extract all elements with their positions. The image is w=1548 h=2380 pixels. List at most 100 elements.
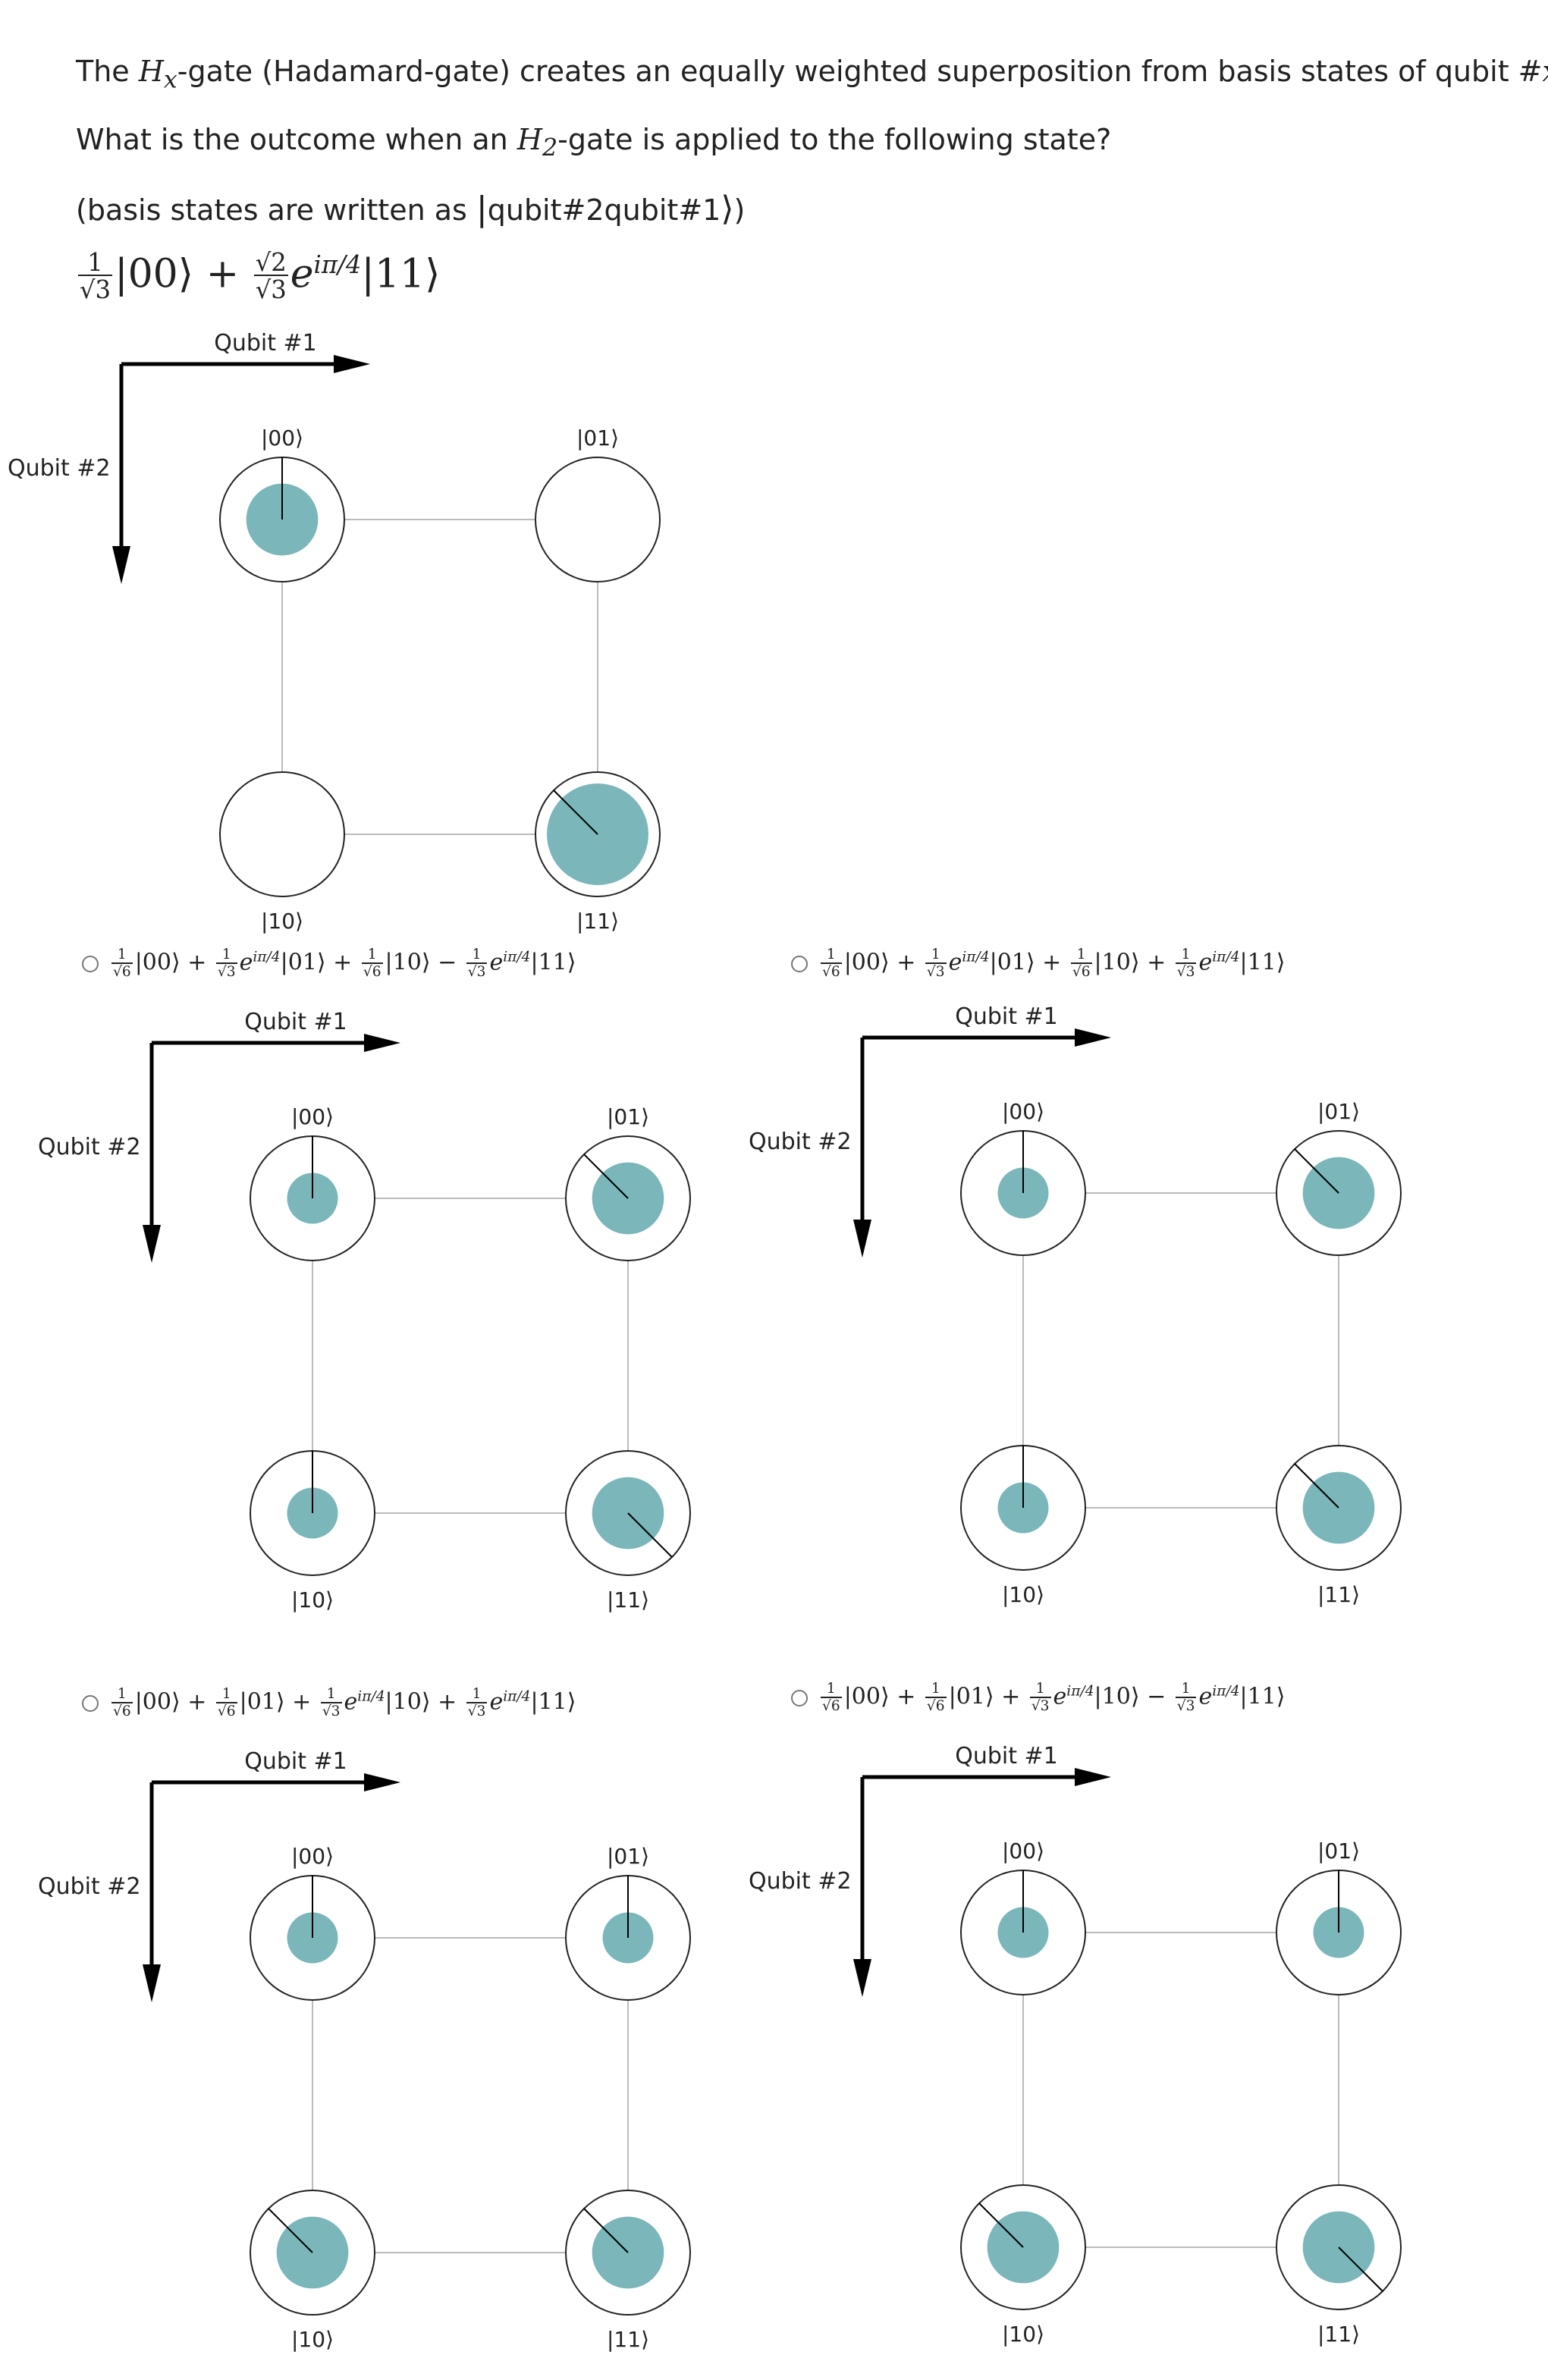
basis-state-label: |10⟩ (261, 909, 303, 934)
phase-base: e (489, 1688, 504, 1716)
operator: + (180, 949, 214, 976)
phase-line (1294, 1463, 1339, 1509)
state-circle-11: |11⟩ (565, 2190, 691, 2352)
state-circle-00: |00⟩ (250, 1844, 375, 2001)
coefficient: 1√6 (215, 1686, 237, 1719)
gate-symbol: H2 (517, 123, 558, 162)
state-circle-10: |10⟩ (960, 1445, 1086, 1607)
basis-state-label: |11⟩ (1317, 1582, 1360, 1607)
phase-line (583, 1154, 629, 1199)
basis-state-label: |01⟩ (1317, 1099, 1360, 1124)
qubit-var: x (1543, 55, 1548, 88)
state-circle-11: |11⟩ (565, 1450, 691, 1612)
ket: |00⟩ (134, 949, 181, 976)
basis-state-label: |00⟩ (1002, 1838, 1044, 1863)
phase-line (268, 2208, 313, 2253)
basis-state-label: |11⟩ (1317, 2322, 1360, 2347)
operator: + (180, 1688, 214, 1716)
coefficient: 1√3 (1029, 1681, 1051, 1714)
coefficient: 1√3 (1175, 1681, 1197, 1714)
question-text: -gate (Hadamard-gate) creates an equally… (177, 55, 1543, 88)
phase-line (627, 1512, 673, 1558)
question-line-3: (basis states are written as |qubit#2qub… (76, 190, 746, 228)
ket: |01⟩ (239, 1688, 285, 1716)
qubit1-label: Qubit #1 (955, 1743, 1058, 1769)
arrow-down-icon (112, 546, 130, 584)
qubit1-label: Qubit #1 (214, 330, 317, 356)
outer-circle (219, 771, 345, 897)
basis-state-label: |11⟩ (607, 1587, 649, 1612)
coefficient: 1√6 (821, 947, 842, 980)
state-diagram-initial: Qubit #1 Qubit #2 |00⟩ |01⟩ |10⟩ |11⟩ (8, 330, 661, 934)
coefficient: 1√3 (320, 1686, 342, 1719)
basis-state-label: |11⟩ (607, 2327, 649, 2352)
state-circle-01: |01⟩ (1276, 1099, 1402, 1256)
phase-line (553, 790, 598, 835)
basis-state-label: |01⟩ (576, 425, 619, 451)
operator: + (994, 1683, 1028, 1710)
phase-exponent: iπ/4 (1212, 1683, 1240, 1700)
operator: + (325, 949, 360, 976)
basis-state-label: |00⟩ (291, 1844, 334, 1869)
qubit2-label: Qubit #2 (38, 1873, 141, 1900)
question-line-2: What is the outcome when an H2-gate is a… (76, 123, 1112, 162)
state-circle-00: |00⟩ (219, 425, 345, 582)
coefficient: 1√3 (1175, 947, 1197, 980)
state-circle-10: |10⟩ (250, 2190, 375, 2352)
phase-exponent: iπ/4 (503, 1688, 531, 1705)
ket: |00⟩ (134, 1688, 181, 1716)
phase-base: e (1198, 949, 1213, 976)
arrow-down-icon (143, 1225, 161, 1263)
basis-state-label: |10⟩ (291, 2327, 334, 2352)
qubit1-label: Qubit #1 (244, 1009, 347, 1035)
coefficient: 1√6 (821, 1681, 842, 1714)
ket: |10⟩ (1094, 1683, 1140, 1710)
outer-circle (535, 457, 661, 582)
basis-state-label: |10⟩ (1002, 2322, 1044, 2347)
phase-base: e (1198, 1683, 1213, 1710)
state-circle-01: |01⟩ (1276, 1838, 1402, 1995)
phase-line (1294, 1148, 1339, 1194)
coefficient: 1√3 (466, 947, 488, 980)
operator: + (889, 949, 923, 976)
radio-button[interactable] (82, 1694, 99, 1712)
operator: + (1139, 949, 1173, 976)
ket: |10⟩ (385, 949, 431, 976)
ket: |01⟩ (280, 949, 326, 976)
qubit2-label: Qubit #2 (38, 1134, 141, 1160)
phase-exponent: iπ/4 (1066, 1683, 1094, 1700)
operator: + (889, 1683, 923, 1710)
ket: |11⟩ (1239, 949, 1286, 976)
operator: + (1035, 949, 1069, 976)
coefficient: 1√3 (78, 248, 113, 305)
radio-button[interactable] (82, 955, 99, 972)
arrow-right-icon (1075, 1028, 1111, 1047)
question-text: The (76, 55, 139, 88)
qubit2-label: Qubit #2 (8, 455, 111, 482)
state-circle-10: |10⟩ (250, 1450, 375, 1612)
radio-button[interactable] (791, 1689, 808, 1707)
qubit1-label: Qubit #1 (244, 1748, 347, 1775)
phase-base: e (1053, 1683, 1067, 1710)
phase-exponent: iπ/4 (253, 949, 281, 966)
basis-state-label: |10⟩ (291, 1587, 334, 1612)
state-circle-10: |10⟩ (219, 771, 345, 934)
phase-base: e (344, 1688, 358, 1716)
phase-line (1338, 2247, 1383, 2292)
basis-state-label: |11⟩ (576, 909, 619, 934)
ket: |11⟩ (530, 949, 576, 976)
basis-state-label: |10⟩ (1002, 1582, 1044, 1607)
radio-button[interactable] (791, 955, 808, 972)
phase-line (978, 2203, 1024, 2248)
basis-state-label: |00⟩ (291, 1104, 334, 1129)
coefficient: 1√6 (111, 1686, 133, 1719)
operator: − (430, 949, 464, 976)
state-circle-00: |00⟩ (960, 1838, 1086, 1995)
